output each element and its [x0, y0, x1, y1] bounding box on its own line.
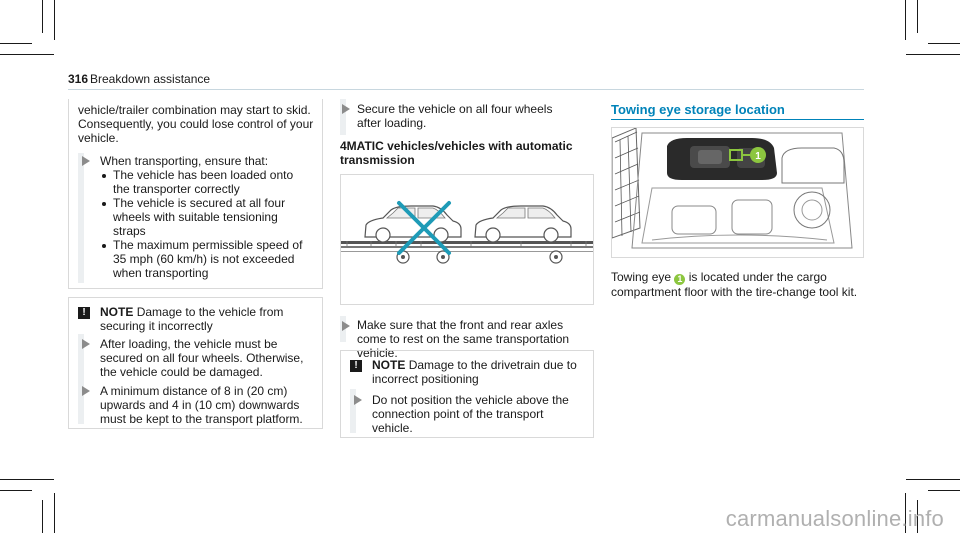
warning-continuation-box: vehicle/trailer combination may start to…	[68, 99, 323, 289]
crop-mark	[917, 0, 918, 33]
towing-eye-title: Towing eye storage location	[611, 102, 785, 117]
crop-mark	[928, 490, 960, 491]
note-box: ! NOTE Damage to the drivetrain due to i…	[340, 350, 594, 438]
note-label: NOTE	[372, 358, 406, 372]
crop-mark	[54, 493, 55, 533]
note-description: Damage to the drivetrain due to incorrec…	[372, 358, 577, 386]
bullet-icon	[102, 202, 106, 206]
crop-mark	[917, 500, 918, 533]
bullet-icon	[102, 244, 106, 248]
text-before-callout: Towing eye	[611, 270, 672, 284]
crop-mark	[928, 43, 960, 44]
crop-mark	[42, 500, 43, 533]
bullet-icon	[102, 174, 106, 178]
arrow-icon	[82, 386, 90, 396]
arrow-icon	[342, 104, 350, 114]
arrow-icon	[82, 339, 90, 349]
step-text: A minimum distance of 8 in (20 cm) upwar…	[100, 384, 303, 426]
step-bar	[340, 99, 346, 135]
title-underline	[611, 119, 864, 120]
step-text: Do not position the vehicle above the co…	[372, 393, 569, 435]
step-bar	[78, 334, 84, 424]
intro-text: vehicle/trailer combination may start to…	[78, 103, 314, 145]
arrow-icon	[82, 156, 90, 166]
callout-icon: 1	[674, 274, 686, 285]
make-sure-step-text: Make sure that the front and rear axles …	[357, 318, 570, 360]
crop-mark	[906, 479, 960, 480]
bullet-item: The maximum permissible speed of 35 mph …	[113, 238, 303, 280]
crop-mark	[905, 493, 906, 533]
section-title: Breakdown assistance	[90, 72, 211, 86]
text-after-callout: is located under the cargo compartment f…	[611, 270, 858, 299]
step-bar	[350, 389, 356, 433]
exclamation-icon: !	[350, 360, 362, 372]
when-transporting-text: When transporting, ensure that:	[100, 154, 269, 168]
towing-eye-description: Towing eye 1 is located under the cargo …	[611, 270, 864, 299]
page-number: 316	[68, 72, 89, 86]
watermark: carmanualsonline.info	[725, 506, 944, 531]
note-text: NOTE Damage to the drivetrain due to inc…	[372, 358, 587, 386]
exclamation-icon: !	[78, 307, 90, 319]
note-box: ! NOTE Damage to the vehicle from securi…	[68, 297, 323, 429]
step-bar	[78, 153, 84, 283]
crop-mark	[905, 0, 906, 40]
crop-mark	[906, 54, 960, 55]
crop-mark	[0, 43, 32, 44]
crop-mark	[42, 0, 43, 33]
cargo-floor-illustration: 1	[611, 127, 864, 258]
note-text: NOTE Damage to the vehicle from securing…	[100, 305, 315, 333]
note-label: NOTE	[100, 305, 134, 319]
step-text: After loading, the vehicle must be secur…	[100, 337, 304, 379]
svg-text:1: 1	[755, 151, 761, 162]
secure-step-text: Secure the vehicle on all four wheels af…	[357, 102, 553, 130]
arrow-icon	[354, 395, 362, 405]
crop-mark	[54, 0, 55, 40]
header-divider	[68, 89, 864, 90]
subsection-heading: 4MATIC vehicles/vehicles with automatic …	[340, 139, 573, 167]
arrow-icon	[342, 321, 350, 331]
note-description: Damage to the vehicle from securing it i…	[100, 305, 284, 333]
bullet-item: The vehicle has been loaded onto the tra…	[113, 168, 294, 196]
crop-mark	[0, 490, 32, 491]
crop-mark	[0, 54, 54, 55]
bullet-item: The vehicle is secured at all four wheel…	[113, 196, 286, 238]
crop-mark	[0, 479, 54, 480]
transport-illustration	[340, 174, 594, 305]
